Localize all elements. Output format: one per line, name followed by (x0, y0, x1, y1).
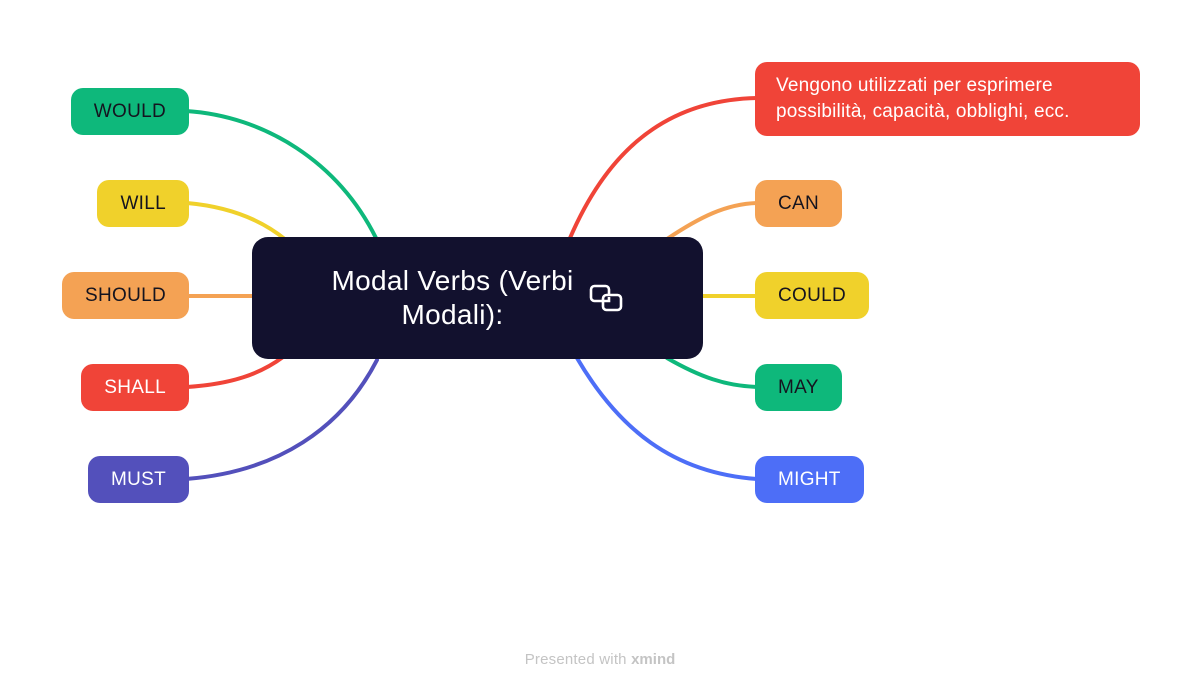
topic-will[interactable]: WILL (97, 180, 189, 227)
connector-may (665, 356, 759, 389)
connector-can (665, 201, 759, 241)
topic-would[interactable]: WOULD (70, 88, 189, 135)
topic-note[interactable]: Vengono utilizzati per esprimere possibi… (755, 62, 1140, 136)
watermark: Presented with xmind (0, 651, 1200, 668)
connector-will (185, 201, 288, 242)
topic-may[interactable]: MAY (755, 364, 842, 411)
topic-can[interactable]: CAN (755, 180, 843, 227)
connector-would (184, 109, 378, 240)
topic-could[interactable]: COULD (755, 272, 870, 319)
watermark-prefix: Presented with (524, 651, 632, 668)
connector-might (575, 356, 759, 481)
root-title-line1: Modal Verbs (Verbi (331, 265, 574, 296)
root-topic-title: Modal Verbs (Verbi Modali): (332, 264, 574, 332)
topic-might[interactable]: MIGHT (755, 456, 864, 503)
connector-must (184, 358, 379, 481)
watermark-brand: xmind (631, 651, 676, 668)
link-topics-icon[interactable] (589, 284, 623, 312)
connector-note (568, 96, 759, 240)
topic-shall[interactable]: SHALL (81, 364, 189, 411)
topic-should[interactable]: SHOULD (62, 272, 189, 319)
topic-must[interactable]: MUST (87, 456, 189, 503)
root-title-line2: Modali): (401, 299, 504, 330)
root-topic[interactable]: Modal Verbs (Verbi Modali): (252, 237, 703, 359)
connector-shall (185, 355, 285, 389)
